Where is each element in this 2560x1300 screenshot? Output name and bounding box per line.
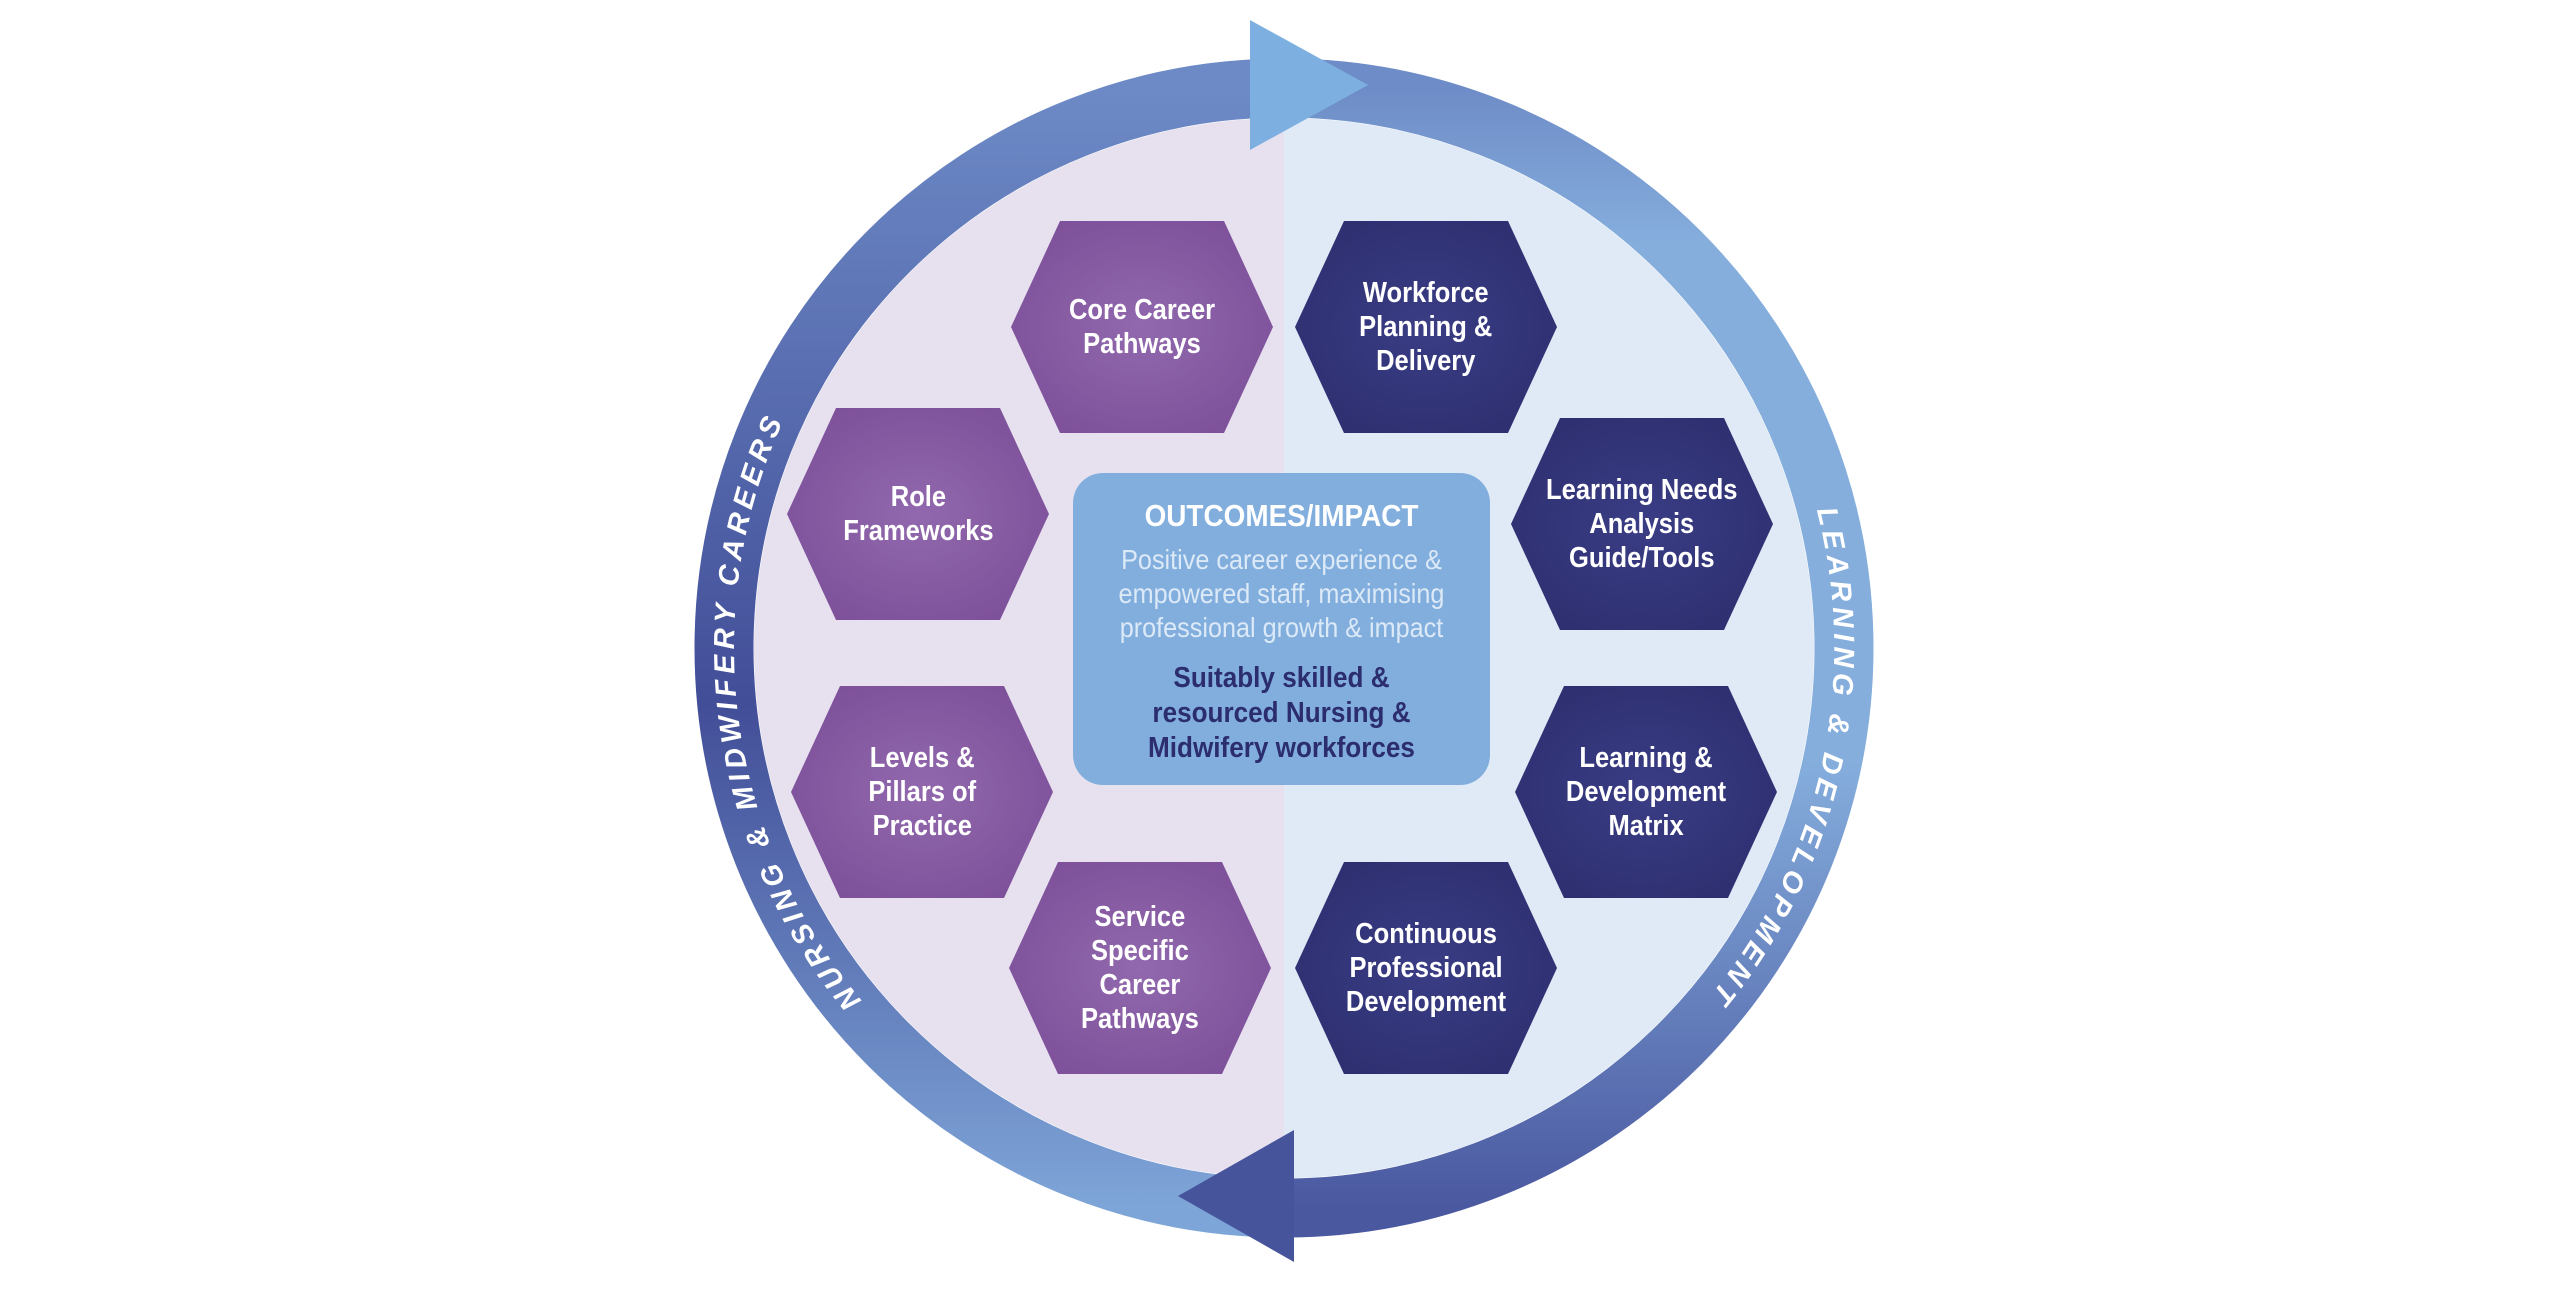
ring-arc-left	[694, 58, 1285, 1238]
hexagon-label: Levels & Pillars of Practice	[868, 742, 976, 842]
hexagon-service-specific-career-pathways: Service Specific Career Pathways	[1009, 862, 1271, 1074]
hexagon-label: Service Specific Career Pathways	[1081, 901, 1199, 1035]
hexagon-label: Workforce Planning & Delivery	[1359, 277, 1493, 377]
hexagon-label: Learning & Development Matrix	[1565, 742, 1727, 842]
hexagon-label: Core Career Pathways	[1068, 294, 1216, 360]
hexagon-label: Continuous Professional Development	[1345, 918, 1507, 1018]
ring-arc-right	[1283, 58, 1874, 1238]
outcomes-highlight-text: Suitably skilled & resourced Nursing & M…	[1148, 662, 1415, 764]
hexagon-label: Learning Needs Analysis Guide/Tools	[1546, 474, 1738, 574]
hexagon-continuous-professional-development: Continuous Professional Development	[1295, 862, 1557, 1074]
hexagon-learning-needs-analysis: Learning Needs Analysis Guide/Tools	[1511, 418, 1773, 630]
clockwise-arrowhead-top-icon	[1250, 20, 1368, 150]
hexagon-learning-development-matrix: Learning & Development Matrix	[1515, 686, 1777, 898]
outcomes-impact-box: OUTCOMES/IMPACT Positive career experien…	[1073, 473, 1490, 785]
hexagon-core-career-pathways: Core Career Pathways	[1011, 221, 1273, 433]
hexagon-label: Role Frameworks	[842, 481, 994, 547]
hexagon-role-frameworks: Role Frameworks	[787, 408, 1049, 620]
outcomes-title: OUTCOMES/IMPACT	[1144, 498, 1419, 533]
clockwise-arrowhead-bottom-icon	[1178, 1130, 1294, 1262]
hexagon-workforce-planning-delivery: Workforce Planning & Delivery	[1295, 221, 1557, 433]
hexagon-levels-pillars-of-practice: Levels & Pillars of Practice	[791, 686, 1053, 898]
outcomes-body-text: Positive career experience & empowered s…	[1118, 544, 1445, 643]
